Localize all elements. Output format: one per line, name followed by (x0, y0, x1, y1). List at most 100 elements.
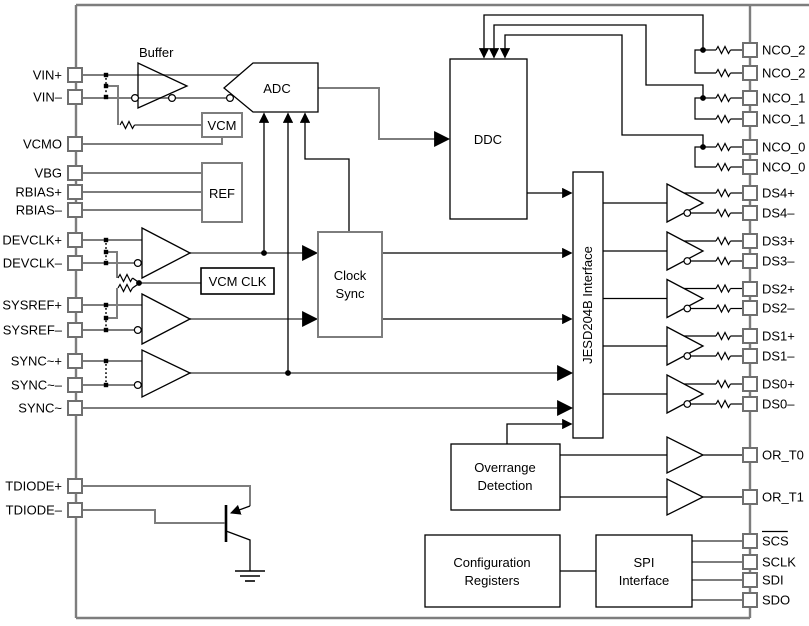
collector (225, 530, 251, 571)
termination-resistors (103, 72, 140, 388)
block-ddc: DDC (449, 58, 528, 220)
pin-square (742, 42, 758, 58)
pin-square (742, 185, 758, 201)
junction-square (103, 260, 109, 266)
block-spi: SPI Interface (595, 534, 693, 608)
pin-square (742, 111, 758, 127)
block-buffer: Buffer (131, 45, 235, 110)
block-overrange: Overrange Detection (450, 443, 561, 511)
pin-square (742, 205, 758, 221)
spi-label-2: Interface (619, 573, 670, 588)
ds-driver (666, 278, 705, 319)
pin-label: TDIODE+ (5, 479, 62, 494)
inverting-bubble (133, 259, 142, 268)
or-t0-buffer (666, 435, 705, 475)
pin-square (742, 328, 758, 344)
ds-driver (666, 373, 705, 415)
sysref-buffer (141, 292, 192, 346)
pin-label: DS4+ (762, 186, 795, 201)
devclk-buffer (141, 226, 192, 280)
inverting-bubble (683, 400, 692, 408)
pin-label: VBG (35, 166, 62, 181)
config-label-2: Registers (465, 573, 520, 588)
pin-label: SCS (762, 534, 789, 549)
pin-square (742, 348, 758, 364)
junction-dots (136, 250, 291, 376)
pin-label: DS2+ (762, 282, 795, 297)
pin-label: NCO_2 (762, 43, 805, 58)
pin-label: SYSREF– (3, 323, 63, 338)
pin-rail: VIN+VIN–VCMOVBGRBIAS+RBIAS–DEVCLK+DEVCLK… (2, 42, 805, 608)
clock-sync-label-2: Sync (336, 286, 365, 301)
pin-label: NCO_2 (762, 66, 805, 81)
adc-label: ADC (263, 81, 290, 96)
pin-label: OR_T0 (762, 448, 804, 463)
pin-label: DS0– (762, 397, 795, 412)
pin-label: DS1+ (762, 329, 795, 344)
pin-label: SDI (762, 573, 784, 588)
pin-square (67, 165, 83, 181)
pin-square (742, 253, 758, 269)
pin-square (742, 139, 758, 155)
pin-square (67, 232, 83, 248)
ddc-label: DDC (474, 132, 502, 147)
pin-label: RBIAS+ (15, 185, 62, 200)
block-config-registers: Configuration Registers (424, 534, 561, 608)
inverting-bubble (131, 93, 140, 102)
inverting-bubble (168, 93, 177, 102)
pin-square (67, 297, 83, 313)
nco0-route (499, 34, 704, 147)
junction-square (103, 302, 109, 308)
pin-square (67, 67, 83, 83)
pin-square (742, 396, 758, 412)
pin-square (67, 255, 83, 271)
thermal-diode-transistor (224, 504, 265, 582)
ds-driver (666, 230, 705, 272)
pin-label: DS2– (762, 301, 795, 316)
buffer-amp (137, 61, 189, 110)
pin-square (742, 489, 758, 505)
chip-outline (74, 3, 809, 620)
pin-label: OR_T1 (762, 490, 804, 505)
pin-label: NCO_1 (762, 91, 805, 106)
pin-label: DEVCLK+ (2, 233, 62, 248)
pin-label: SCLK (762, 555, 796, 570)
inverting-bubble (226, 93, 235, 102)
pin-square (742, 572, 758, 588)
pin-label: SYSREF+ (2, 298, 62, 313)
pin-label: RBIAS– (16, 203, 63, 218)
pin-square (67, 202, 83, 218)
pin-label: DEVCLK– (3, 256, 63, 271)
pin-label: SYNC~– (11, 378, 63, 393)
vcmclk-resistor-bottom (117, 283, 134, 293)
pin-square (742, 159, 758, 175)
ground-symbol (235, 570, 265, 582)
pin-square (742, 554, 758, 570)
pin-label: DS3+ (762, 234, 795, 249)
vcm-resistor (119, 120, 136, 130)
pin-square (67, 377, 83, 393)
ref-label: REF (209, 186, 235, 201)
buffer-label: Buffer (139, 45, 174, 60)
junction-square (103, 315, 109, 321)
pin-label: VIN+ (33, 68, 62, 83)
pin-label: TDIODE– (6, 503, 63, 518)
wires-analog (82, 74, 743, 601)
pin-square (67, 89, 83, 105)
block-adc: ADC (222, 62, 319, 113)
pin-square (67, 478, 83, 494)
adc-shape (222, 62, 319, 113)
block-ref: REF (201, 162, 243, 223)
junction-square (103, 249, 109, 255)
block-vcm-clk: VCM CLK (200, 267, 275, 295)
pin-label: NCO_0 (762, 160, 805, 175)
junction-square (103, 237, 109, 243)
pin-label: SYNC~+ (11, 354, 62, 369)
or-t1-buffer (666, 477, 705, 517)
termination-dots (103, 72, 109, 388)
pin-square (67, 400, 83, 416)
pin-label: DS3– (762, 254, 795, 269)
pin-square (742, 376, 758, 392)
pin-square (67, 136, 83, 152)
